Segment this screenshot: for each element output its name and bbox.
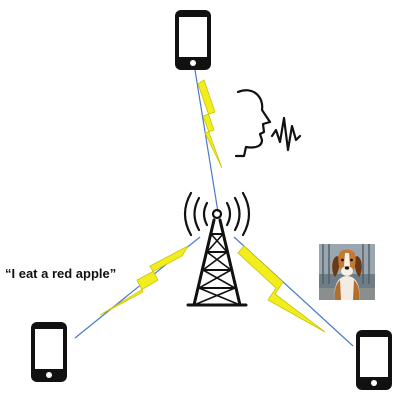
lightning-bolt-right: [237, 245, 326, 333]
smartphone-icon: [356, 330, 392, 390]
link-right: [233, 236, 354, 347]
lightning-bolt-top: [197, 79, 223, 169]
link-left: [74, 236, 201, 339]
link-top: [194, 69, 223, 213]
caption-open-quote: “: [5, 266, 12, 281]
lightning-bolt-left: [99, 244, 190, 316]
cell-tower-icon: [183, 191, 251, 307]
caption-close-quote: ”: [109, 266, 117, 281]
smartphone-icon: [31, 322, 67, 382]
speaking-head-icon: [234, 89, 302, 158]
caption-text: I eat a red apple: [11, 266, 110, 281]
smartphone-icon: [175, 10, 211, 70]
speech-caption: “I eat a red apple”: [5, 266, 116, 281]
beagle-dog-photo: [319, 244, 375, 300]
